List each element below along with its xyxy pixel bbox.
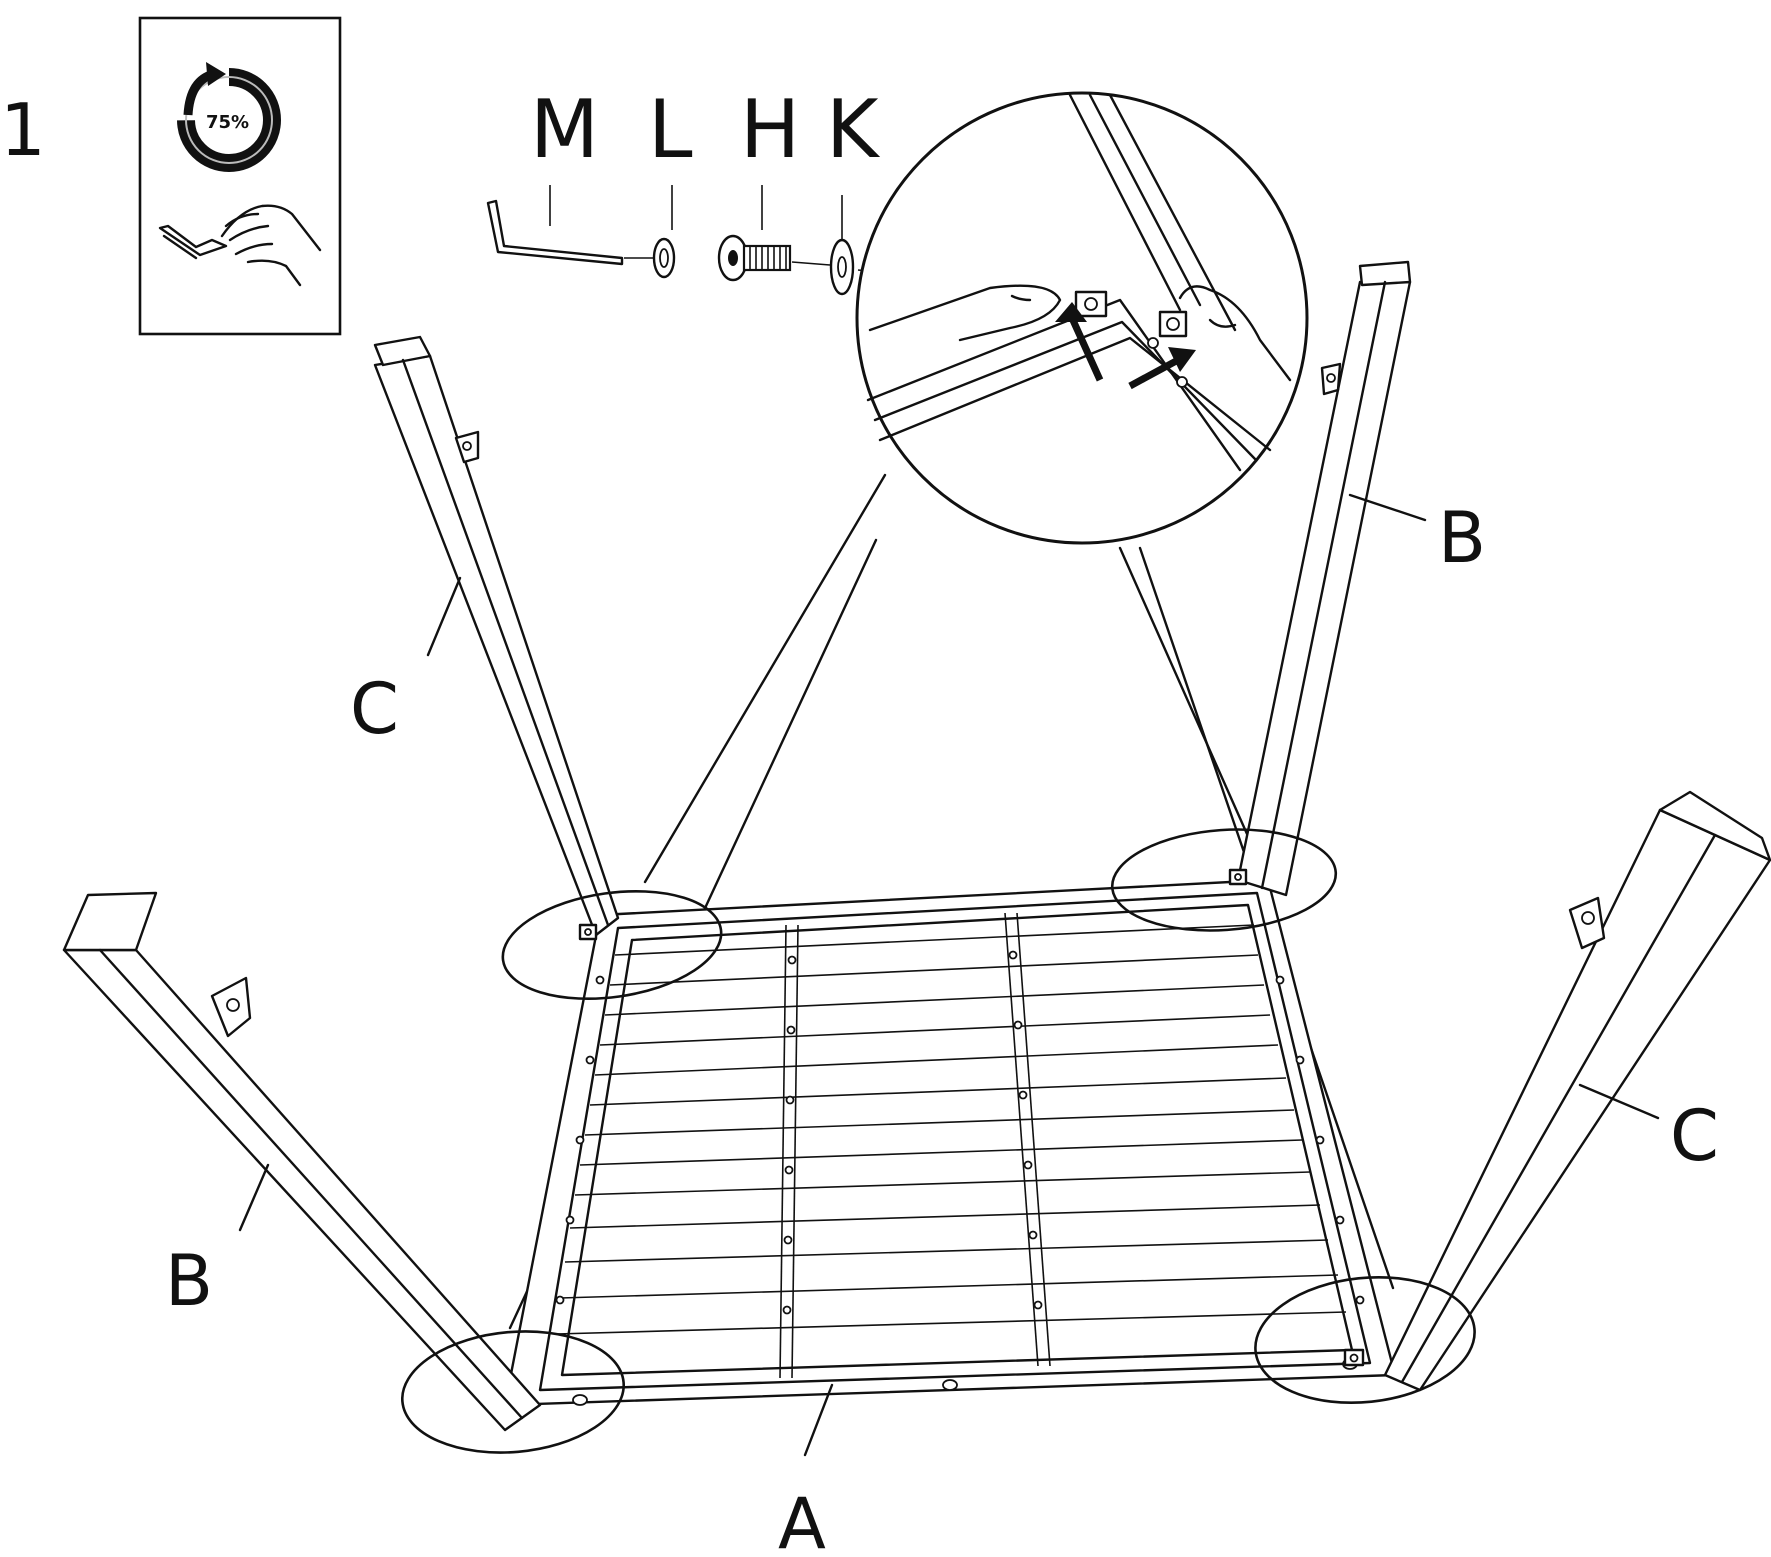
hardware-label-l: L	[648, 83, 693, 176]
frame-slats	[555, 924, 1347, 1335]
frame-a	[503, 878, 1397, 1407]
hardware-label-h: H	[740, 83, 800, 176]
part-label-b-back-right: B	[1438, 497, 1486, 579]
progress-text: 75%	[206, 112, 249, 133]
part-label-c-front-right: C	[1670, 1095, 1719, 1177]
part-label-a-frame: A	[778, 1483, 826, 1557]
hardware-legend: M L H K	[486, 83, 1004, 296]
step-number: 1	[0, 88, 46, 172]
leg-b-front-left	[62, 891, 542, 1432]
allen-key-icon	[486, 199, 624, 266]
tightness-icon-box: 75%	[138, 16, 342, 336]
hardware-label-m: M	[530, 83, 599, 176]
part-labels: C B B C A	[165, 493, 1719, 1557]
corner-highlight-front-right	[1254, 1275, 1476, 1405]
part-label-b-front-left: B	[165, 1240, 213, 1322]
corner-highlight-back-right	[1110, 828, 1338, 932]
corner-highlight-back-left	[501, 889, 723, 1001]
flat-washer-icon	[829, 238, 855, 296]
frame-crossbars	[779, 912, 1051, 1379]
hardware-label-k: K	[826, 83, 881, 176]
detail-magnifier	[855, 91, 1309, 545]
leg-c-front-right	[1343, 790, 1771, 1392]
bolt-icon	[717, 234, 792, 282]
leg-c-back-left	[373, 335, 620, 941]
part-label-c-back-left: C	[350, 668, 399, 750]
leg-b-back-right	[1228, 260, 1412, 897]
corner-highlight-front-left	[400, 1330, 626, 1454]
hand-allen-key-icon	[158, 204, 322, 287]
spring-washer-icon	[652, 237, 676, 279]
frame-holes	[555, 950, 1365, 1406]
partial-tighten-icon: 75%	[177, 62, 281, 172]
